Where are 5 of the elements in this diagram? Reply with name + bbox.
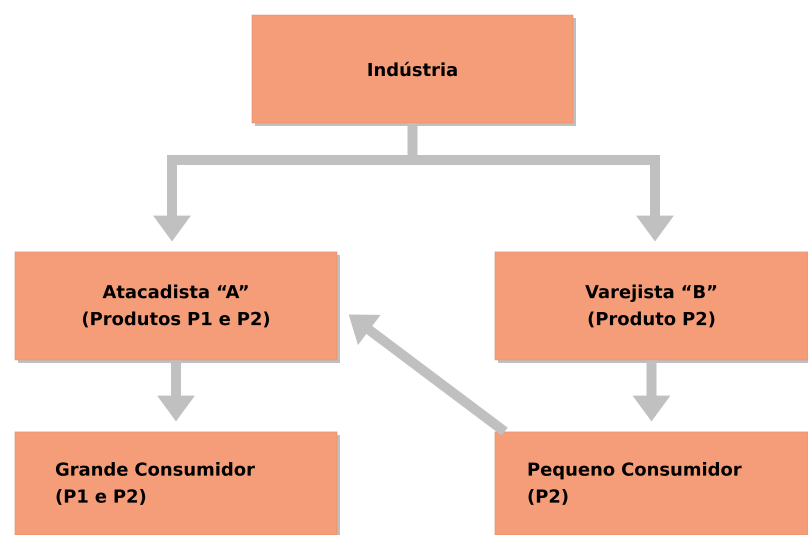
- process-box: Atacadista “A” (Produtos P1 e P2): [14, 252, 340, 363]
- process-box: Varejista “B” (Produto P2): [494, 252, 808, 363]
- process-box: Grande Consumidor (P1 e P2): [14, 432, 340, 535]
- process-box: Indústria: [252, 14, 576, 126]
- process-box: Pequeno Consumidor (P2): [494, 432, 808, 535]
